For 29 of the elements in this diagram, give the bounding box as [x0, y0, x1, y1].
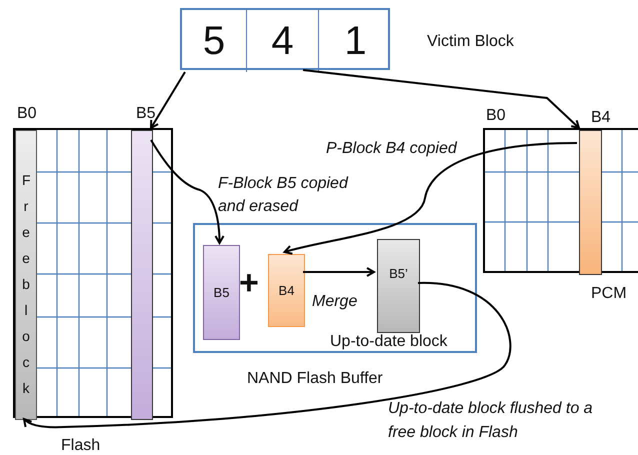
block-box	[203, 245, 240, 340]
edge-label: Up-to-date block flushed to a free block in Flash	[388, 399, 594, 443]
arrow	[303, 267, 375, 277]
block-index-label: B0	[17, 104, 37, 124]
arrow	[23, 282, 512, 428]
plus-sign: +	[239, 266, 259, 300]
arrow	[284, 142, 578, 255]
block-index-label: B0	[486, 106, 506, 126]
vertical-label: Free block	[22, 171, 30, 398]
block-label: B5’	[389, 265, 408, 283]
block-box	[268, 254, 305, 327]
block-label: 4	[271, 21, 294, 61]
edge-label: F-Block B5 copied and erased	[218, 174, 350, 217]
block-caption: Up-to-date block	[330, 334, 448, 350]
block-caption: NAND Flash Buffer	[247, 369, 383, 389]
block-caption: PCM	[591, 284, 627, 304]
block-index-label: B5	[136, 104, 156, 124]
block-label: B5	[214, 284, 230, 302]
block-label: 1	[344, 21, 367, 61]
edge-label: P-Block B4 copied	[326, 139, 457, 159]
block-caption: Flash	[61, 436, 100, 455]
edge-label: Merge	[312, 292, 358, 312]
block-label: B4	[278, 282, 294, 300]
block-caption: Victim Block	[427, 32, 514, 52]
arrow	[150, 71, 186, 129]
block-index-label: B4	[591, 108, 611, 128]
arrow	[150, 139, 224, 244]
block-label: 5	[202, 21, 226, 61]
arrow	[302, 69, 580, 129]
